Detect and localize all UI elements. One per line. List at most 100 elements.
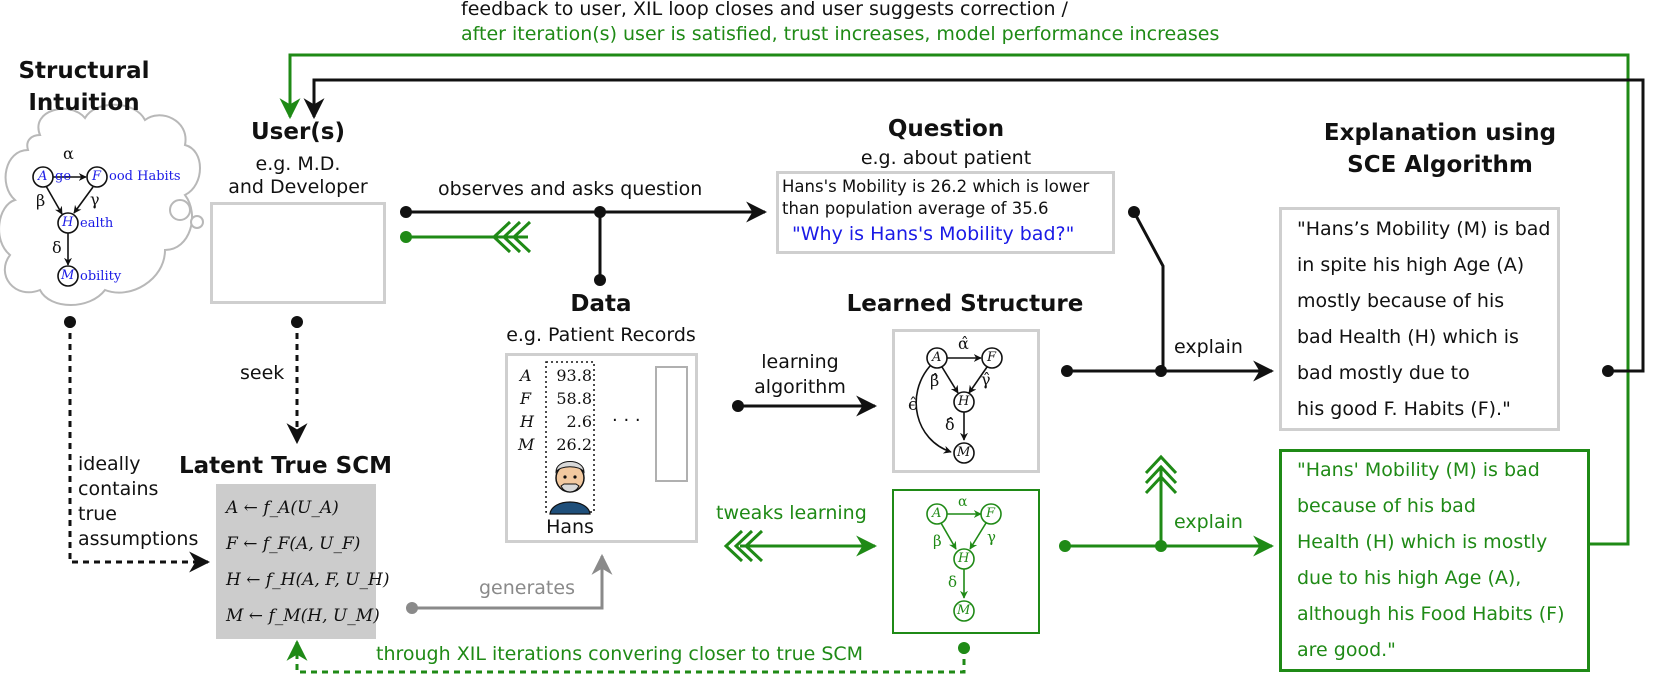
intuition-edge-beta: β [36, 191, 46, 210]
record-placeholder-box [655, 366, 688, 482]
ideally-line3: true [78, 503, 117, 525]
seek-label: seek [240, 362, 285, 384]
question-line2: than population average of 35.6 [782, 199, 1049, 218]
corrected-edge-delta: δ [948, 573, 958, 591]
intuition-label-health: ealth [80, 216, 114, 231]
ideally-label: ideally contains true assumptions [78, 452, 198, 552]
intuition-node-h: H [62, 215, 74, 230]
record-val-f: 58.8 [556, 389, 592, 408]
intuition-title-line1: Structural [18, 58, 150, 84]
feedback-loop-green [279, 53, 1630, 546]
ideally-line1: ideally [78, 453, 141, 475]
corrected-explanation-box [1279, 449, 1590, 672]
record-val-a: 93.8 [556, 366, 592, 385]
corrected-structure-box [892, 489, 1040, 634]
intuition-label-food: ood Habits [109, 169, 181, 184]
record-var-f: F [520, 389, 532, 408]
question-box [776, 171, 1115, 254]
scm-equation-h: H ← f_H(A, F, U_H) [226, 570, 390, 590]
corrected-node-m: M [957, 603, 971, 618]
learned-edge-epsilon: ϵ̂ [908, 395, 918, 415]
triple-chevron-left [491, 220, 532, 254]
explanation-line-6: his good F. Habits (F)." [1297, 398, 1511, 420]
record-val-m: 26.2 [556, 435, 592, 454]
feedback-text: feedback to user, XIL loop closes and us… [461, 0, 1068, 20]
record-ellipsis: · · · [612, 410, 641, 431]
scm-equation-f: F ← f_F(A, U_F) [226, 534, 361, 554]
question-title: Question [887, 116, 1005, 142]
record-val-h: 2.6 [566, 412, 592, 431]
record-var-a: A [520, 366, 532, 385]
corrected-explanation-line-1: "Hans' Mobility (M) is bad [1297, 459, 1540, 481]
record-var-h: H [520, 412, 534, 431]
scm-box [216, 484, 376, 639]
explanation-line-5: bad mostly due to [1297, 362, 1470, 384]
explanation-line-2: in spite his high Age (A) [1297, 254, 1525, 276]
learned-structure-box [892, 329, 1040, 473]
intuition-title-line2: Intuition [28, 90, 140, 116]
corrected-explanation-line-3: Health (H) which is mostly [1297, 531, 1548, 553]
hans-avatar [549, 461, 591, 515]
learned-edge-delta: δ̂ [945, 415, 955, 434]
feedback-text-green: after iteration(s) user is satisfied, tr… [461, 23, 1220, 45]
learned-node-a: A [932, 350, 942, 365]
corrected-graph-nodes [926, 503, 1002, 622]
question-line1: Hans's Mobility is 26.2 which is lower [782, 177, 1090, 196]
learned-edge-alpha: α̂ [958, 334, 969, 353]
explain-label-bottom: explain [1174, 511, 1243, 533]
scm-equation-m: M ← f_M(H, U_M) [226, 606, 380, 626]
corrected-explanation-line-4: due to his high Age (A), [1297, 567, 1522, 589]
user-title: User(s) [250, 119, 346, 145]
intuition-edge-delta: δ [52, 238, 62, 257]
explanation-line-3: mostly because of his [1297, 290, 1505, 312]
data-title: Data [570, 291, 632, 317]
generates-label: generates [479, 577, 575, 599]
question-ask: "Why is Hans's Mobility bad?" [792, 223, 1075, 245]
learning-label: learning algorithm [740, 350, 860, 400]
feedback-loop-black [303, 78, 1645, 373]
scm-equation-a: A ← f_A(U_A) [226, 498, 339, 518]
ideally-arrow [68, 322, 211, 573]
scm-title: Latent True SCM [179, 453, 392, 479]
triple-chevron-tweaks [723, 529, 764, 563]
corrected-graph-edges [940, 510, 987, 599]
converging-label: through XIL iterations convering closer … [376, 643, 864, 665]
data-box [505, 353, 698, 543]
record-name: Hans [546, 516, 594, 538]
ideally-line2: contains [78, 478, 159, 500]
corrected-explanation-line-6: are good." [1297, 639, 1396, 661]
question-sub: e.g. about patient [860, 147, 1032, 169]
intuition-nodes [32, 166, 108, 287]
data-sub: e.g. Patient Records [506, 324, 696, 346]
generates-arrow [412, 553, 613, 610]
corrected-edge-alpha: α [958, 494, 968, 510]
tweaks-label: tweaks learning [716, 502, 867, 524]
user-box [210, 202, 386, 304]
intuition-node-f: F [92, 169, 102, 184]
record-var-m: M [518, 435, 535, 454]
explain-label-top: explain [1174, 336, 1243, 358]
intuition-label-mobility: obility [80, 269, 122, 284]
intuition-node-a: A [38, 169, 48, 184]
learned-node-h: H [958, 394, 970, 409]
observes-label: observes and asks question [438, 178, 703, 200]
learning-label-line2: algorithm [754, 376, 846, 398]
corrected-node-f: F [986, 506, 996, 521]
corrected-edge-gamma: γ [987, 528, 996, 546]
explanation-line-4: bad Health (H) which is [1297, 326, 1519, 348]
learned-edge-gamma: γ̂ [981, 370, 991, 389]
learned-graph-edges [915, 354, 988, 454]
learning-label-line1: learning [761, 351, 839, 373]
explanation-box [1279, 207, 1560, 431]
triple-chevron-up [1144, 454, 1178, 495]
explanation-title-line1: Explanation using [1323, 120, 1557, 146]
learned-edge-beta: β̂ [930, 371, 940, 390]
corrected-explanation-line-5: although his Food Habits (F) [1297, 603, 1565, 625]
explanation-title-line2: SCE Algorithm [1347, 152, 1533, 178]
explanation-title: Explanation using SCE Algorithm [1280, 117, 1600, 181]
intuition-title: Structural Intuition [0, 55, 168, 119]
learned-title: Learned Structure [846, 291, 1084, 317]
intuition-edge-gamma: γ [90, 190, 100, 209]
learned-node-f: F [987, 350, 997, 365]
corrected-edge-beta: β [933, 532, 942, 550]
